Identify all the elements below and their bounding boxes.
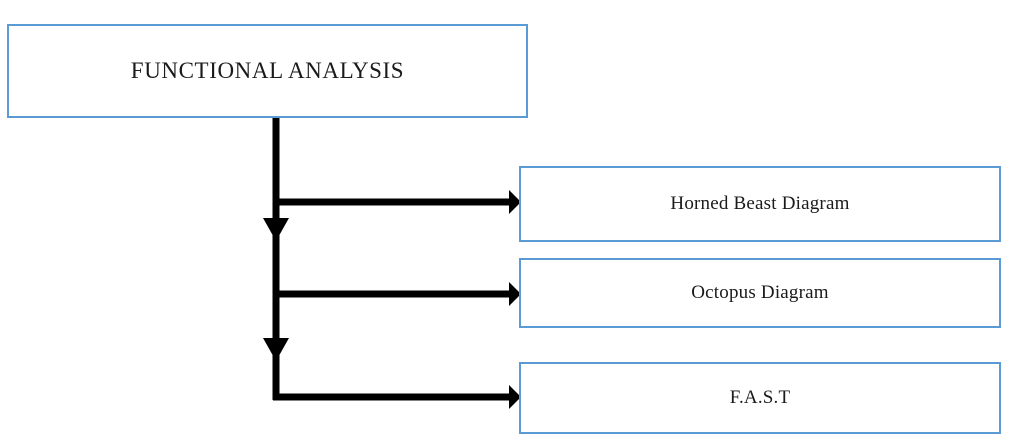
node-horned-beast-diagram[interactable]: Horned Beast Diagram: [519, 166, 1001, 242]
node-label-horned-beast-diagram: Horned Beast Diagram: [670, 193, 850, 214]
down-arrowhead-icon-lower: [263, 338, 289, 361]
root-node-label: FUNCTIONAL ANALYSIS: [130, 58, 405, 83]
root-node-functional-analysis[interactable]: FUNCTIONAL ANALYSIS: [7, 24, 528, 118]
node-fast[interactable]: F.A.S.T: [519, 362, 1001, 434]
down-arrowhead-icon-upper: [263, 218, 289, 241]
node-label-fast: F.A.S.T: [729, 387, 791, 408]
node-octopus-diagram[interactable]: Octopus Diagram: [519, 258, 1001, 328]
node-label-octopus-diagram: Octopus Diagram: [691, 282, 829, 303]
